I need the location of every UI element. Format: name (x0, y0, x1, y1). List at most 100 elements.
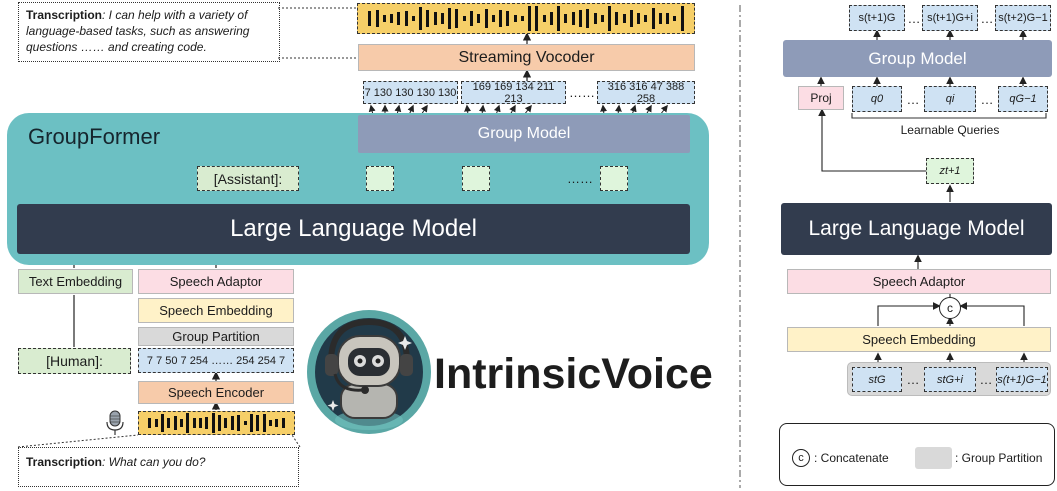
hidden-state-3 (600, 166, 628, 191)
waveform-bar (224, 418, 228, 428)
large-language-model: Large Language Model (17, 204, 690, 254)
waveform-bar (491, 14, 495, 23)
z-hidden-state: zt+1 (926, 158, 974, 184)
waveform-bar (186, 413, 190, 433)
legend-partition-swatch (915, 447, 952, 469)
group-model: Group Model (358, 115, 690, 153)
right-large-language-model: Large Language Model (781, 203, 1052, 255)
speech-tokens: 7 7 50 7 254 …… 254 254 7 (138, 348, 294, 373)
token-group-2: 169 169 134 211 213 (461, 81, 566, 105)
waveform-bar (440, 13, 444, 24)
input-token-1: stG (852, 367, 902, 392)
legend-concat-label: : Concatenate (814, 451, 889, 465)
waveform-bar (180, 418, 184, 428)
waveform-bar (513, 14, 517, 23)
waveform-bar (629, 10, 633, 27)
streaming-vocoder: Streaming Vocoder (358, 44, 695, 71)
waveform-bar (237, 415, 241, 431)
waveform-bar (268, 419, 272, 427)
query-0: q0 (852, 86, 902, 112)
token-ellipsis: …… (569, 85, 595, 100)
output-token-3: s(t+2)G−1 (995, 5, 1051, 31)
legend-box (779, 423, 1055, 486)
learnable-queries-label: Learnable Queries (900, 123, 1000, 137)
top-transcription-box: Transcription: I can help with a variety… (18, 2, 280, 62)
waveform-bar (608, 5, 612, 32)
token-group-3: 316 316 47 388 258 (597, 81, 695, 105)
waveform-bar (262, 414, 266, 432)
waveform-bar (256, 415, 260, 431)
hidden-ellipsis: …… (567, 171, 593, 186)
queries-ellipsis-2: … (980, 91, 994, 107)
bottom-transcription-box: Transcription: What can you do? (18, 447, 299, 487)
right-speech-adaptor: Speech Adaptor (787, 269, 1051, 294)
assistant-tag: [Assistant]: (197, 166, 299, 191)
waveform-bar (167, 417, 171, 429)
waveform-bar (499, 10, 503, 27)
waveform-bar (192, 417, 196, 429)
waveform-bar (211, 413, 215, 433)
robot-logo-icon (307, 310, 431, 434)
proj-layer: Proj (798, 86, 844, 110)
waveform-bar (484, 9, 488, 28)
waveform-bar (542, 15, 546, 22)
right-group-model: Group Model (783, 40, 1052, 77)
waveform-bar (600, 14, 604, 23)
waveform-bar (433, 11, 437, 26)
waveform-bar (249, 413, 253, 433)
waveform-bar (462, 15, 466, 22)
waveform-bar (281, 418, 285, 428)
waveform-bar (644, 14, 648, 23)
output-token-2: s(t+1)G+i (922, 5, 978, 31)
waveform-bar (506, 11, 510, 26)
waveform-bar (593, 13, 597, 24)
waveform-bar (528, 6, 532, 31)
waveform-bar (426, 10, 430, 27)
input-waveform (138, 411, 295, 435)
waveform-bar (571, 11, 575, 26)
waveform-bar (673, 15, 677, 22)
group-partition: Group Partition (138, 327, 294, 346)
output-ellipsis-2: … (980, 10, 994, 26)
waveform-bar (419, 6, 423, 31)
text-embedding: Text Embedding (18, 269, 133, 294)
waveform-bar (230, 415, 234, 431)
waveform-bar (375, 10, 379, 27)
legend-concat-icon: c (792, 449, 810, 467)
groupformer-title: GroupFormer (28, 124, 161, 149)
waveform-bar (564, 14, 568, 23)
waveform-bar (173, 415, 177, 431)
waveform-bar (469, 11, 473, 26)
input-token-3: s(t+1)G−1 (996, 367, 1048, 392)
query-i: qi (924, 86, 976, 112)
hidden-state-1 (366, 166, 394, 191)
waveform-bar (680, 6, 684, 31)
human-tag: [Human]: (18, 348, 131, 374)
waveform-bar (578, 10, 582, 27)
waveform-bar (390, 13, 394, 24)
waveform-bar (666, 12, 670, 25)
waveform-bar (622, 13, 626, 24)
inputs-ellipsis-2: … (979, 372, 993, 387)
output-ellipsis: … (907, 10, 921, 26)
waveform-bar (397, 11, 401, 26)
waveform-bar (404, 10, 408, 27)
waveform-bar (243, 420, 247, 426)
hidden-state-2 (462, 166, 490, 191)
output-waveform (357, 3, 695, 34)
waveform-bar (586, 9, 590, 28)
waveform-bar (477, 13, 481, 24)
waveform-bar (615, 11, 619, 26)
waveform-bar (535, 5, 539, 32)
brand-title: IntrinsicVoice (434, 350, 713, 398)
waveform-bar (637, 12, 641, 25)
waveform-bar (658, 12, 662, 25)
waveform-bar (651, 8, 655, 29)
query-last: qG−1 (998, 86, 1048, 112)
output-token-1: s(t+1)G (849, 5, 905, 31)
waveform-bar (448, 7, 452, 30)
speech-encoder: Speech Encoder (138, 381, 294, 404)
waveform-bar (148, 418, 152, 428)
waveform-bar (161, 413, 165, 433)
waveform-bar (205, 417, 209, 429)
